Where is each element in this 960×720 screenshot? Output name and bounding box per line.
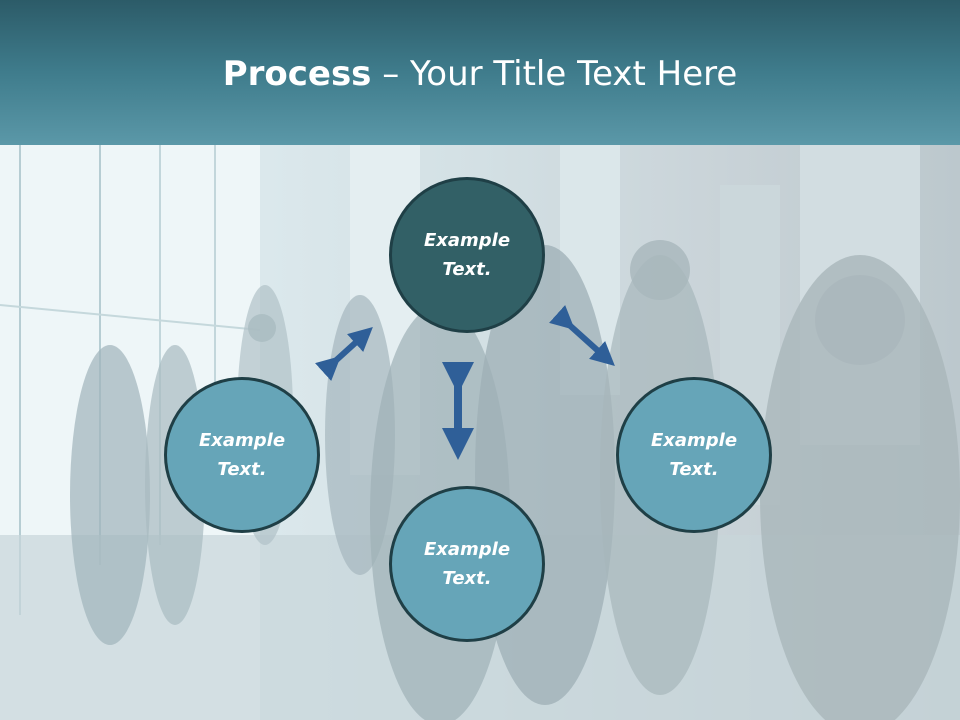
process-circle-top[interactable]: Example Text. bbox=[389, 177, 545, 333]
circle-text-line1: Example bbox=[423, 539, 511, 560]
process-circle-bottom[interactable]: Example Text. bbox=[389, 486, 545, 642]
circle-text-line1: Example bbox=[650, 430, 738, 451]
slide-title[interactable]: Process – Your Title Text Here bbox=[0, 52, 960, 96]
title-bold-part: Process bbox=[222, 54, 372, 94]
circle-text-line2: Text. bbox=[442, 259, 492, 280]
title-rest-part: – Your Title Text Here bbox=[371, 54, 738, 94]
process-circle-left[interactable]: Example Text. bbox=[164, 377, 320, 533]
title-bar: Process – Your Title Text Here bbox=[0, 0, 960, 145]
circle-text-line1: Example bbox=[423, 230, 511, 251]
circle-text-line1: Example bbox=[198, 430, 286, 451]
circle-text-line2: Text. bbox=[442, 568, 492, 589]
circle-text-line2: Text. bbox=[217, 459, 267, 480]
circle-text-line2: Text. bbox=[669, 459, 719, 480]
process-circle-right[interactable]: Example Text. bbox=[616, 377, 772, 533]
